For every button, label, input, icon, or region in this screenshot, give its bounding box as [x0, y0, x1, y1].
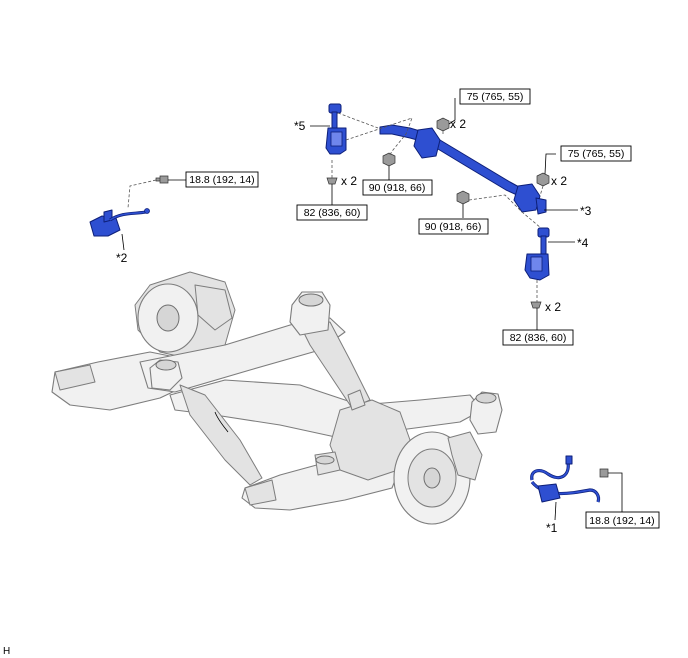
torque-text-bar-right: 75 (765, 55) [568, 148, 625, 160]
stabilizer-link-left [325, 103, 347, 155]
torque-box-bar-right: 75 (765, 55) [560, 145, 632, 162]
rear-stabilizer-bar-assembly [379, 124, 547, 215]
link-right-shaft [540, 235, 547, 255]
torque-box-bush-right: 82 (836, 60) [502, 329, 574, 346]
dash-bar-right [539, 185, 544, 197]
torque-box-bar-top: 75 (765, 55) [459, 88, 531, 105]
front-right-mount-cap [475, 392, 497, 404]
torque-text-sensor-right: 18.8 (192, 14) [589, 515, 654, 527]
callout-5: *5 [294, 119, 306, 133]
callout-3: *3 [580, 204, 592, 218]
bush-right-bolt-icon [530, 301, 542, 309]
bar-right-nut-icon [536, 172, 550, 187]
torque-text-link-right-nut: 90 (918, 66) [425, 221, 482, 233]
callout-4: *4 [577, 236, 589, 250]
height-sensor-right [530, 455, 601, 503]
link-left-shaft [331, 111, 338, 131]
torque-box-bush-left: 82 (836, 60) [296, 204, 368, 221]
torque-text-link-top-nut: 90 (918, 66) [369, 182, 426, 194]
brake-line [214, 411, 229, 433]
torque-box-sensor-left: 18.8 (192, 14) [185, 171, 259, 188]
link-right-boot [530, 256, 543, 272]
torque-box-sensor-right: 18.8 (192, 14) [585, 511, 660, 529]
stabilizer-bushing-left [413, 127, 441, 159]
right-caliper [447, 431, 483, 481]
assembly-lines [127, 112, 544, 302]
lead-c1 [554, 501, 557, 521]
torque-text-bar-top: 75 (765, 55) [467, 91, 524, 103]
qty-bush-left: x 2 [341, 174, 357, 188]
bush-left-bolt-icon [326, 177, 338, 185]
torque-box-link-right-nut: 90 (918, 66) [418, 218, 489, 235]
right-damper-mount [347, 389, 366, 411]
left-arm-bushing [54, 364, 96, 391]
height-sensor-left [89, 208, 150, 237]
torque-box-link-top-nut: 90 (918, 66) [362, 179, 433, 196]
left-hub-center [156, 304, 180, 332]
right-arm-bushing [244, 479, 277, 506]
qty-bar-right: x 2 [551, 174, 567, 188]
right-hub-center [423, 467, 441, 489]
lead-c2 [121, 233, 125, 251]
sensor-right-body [537, 483, 561, 503]
dash-link-left-nut [345, 117, 413, 157]
torque-text-bush-left: 82 (836, 60) [304, 207, 361, 219]
link-top-nut-icon [382, 152, 396, 167]
callout-1: *1 [546, 521, 558, 535]
leader-lines [121, 98, 623, 521]
sensor-right-bolt-icon [599, 468, 609, 478]
callout-2: *2 [116, 251, 128, 265]
bar-top-nut-icon [436, 117, 450, 132]
sensor-left-body [89, 215, 121, 237]
right-spring-cap [315, 455, 335, 465]
sensor-right-connector [565, 455, 573, 465]
rear-suspension-subframe [51, 271, 503, 525]
left-caliper [194, 284, 233, 331]
torque-text-bush-right: 82 (836, 60) [510, 332, 567, 344]
lead-bar-top [448, 98, 456, 125]
link-right-nut-icon [456, 190, 470, 205]
left-rear-mount-cap [155, 359, 177, 371]
right-mount-cap [298, 293, 324, 307]
stabilizer-link-right [524, 227, 550, 281]
dash-link-left-to-bar [337, 112, 379, 129]
qty-bar-top: x 2 [450, 117, 466, 131]
torque-text-sensor-left: 18.8 (192, 14) [189, 174, 254, 186]
dash-sensor-left [127, 179, 157, 209]
front-right-mount [469, 391, 503, 435]
dash-link-right-nut [468, 194, 542, 229]
figure-corner-mark: H [3, 646, 10, 657]
sensor-left-bolt-icon [155, 175, 169, 184]
link-left-boot [330, 131, 343, 147]
lead-bar-right [544, 153, 556, 175]
qty-bush-right: x 2 [545, 300, 561, 314]
lead-sensor-right [608, 472, 623, 512]
stabilizer-bushing-right [513, 183, 541, 213]
fasteners [155, 117, 609, 478]
stabilizer-bar-end [535, 197, 547, 215]
left-side-rail [179, 384, 263, 486]
